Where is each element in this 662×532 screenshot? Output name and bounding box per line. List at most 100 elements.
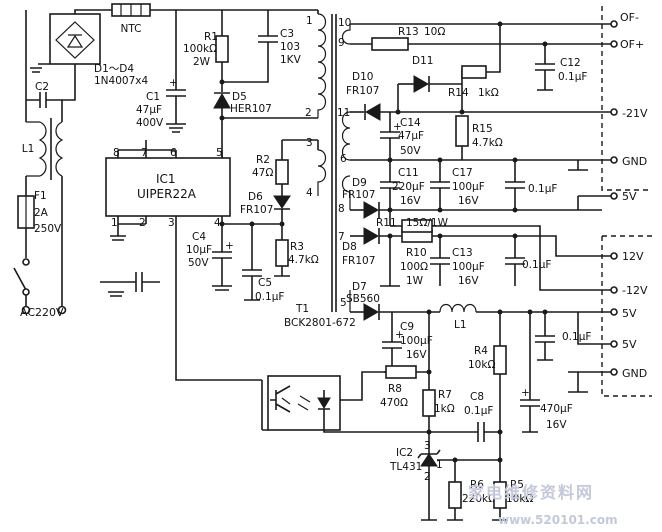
output-label-gnd-2: GND [622, 367, 647, 380]
r6-value: 220kΩ [462, 493, 496, 505]
c5-label: C5 [258, 277, 272, 289]
svg-text:+: + [169, 77, 178, 89]
f1-voltage: 250V [34, 223, 62, 235]
secondary-section: 10 9 R13 10Ω C12 0.1μF D11 R14 1kΩ 11 6 … [261, 17, 602, 521]
c9-label: C9 [400, 321, 414, 333]
t1-aux-winding [317, 149, 327, 196]
d8-part: FR107 [342, 255, 375, 267]
c3-value: 103 [280, 41, 300, 53]
terminal [610, 368, 618, 376]
d7-part: SB560 [346, 293, 380, 305]
c17-label: C17 [452, 167, 473, 179]
watermark-url: www.520101.com [498, 513, 618, 527]
bridge-wire [74, 9, 112, 14]
r13-resistor [371, 37, 409, 51]
t1-winding-21v [341, 111, 351, 161]
r2-label: R2 [256, 154, 270, 166]
ac-rail [25, 10, 76, 122]
r15-value: 4.7kΩ [472, 137, 503, 149]
c4-label: C4 [192, 231, 206, 243]
c9-value: 100μF [400, 335, 433, 347]
ntc-label: NTC [121, 23, 142, 35]
svg-text:10: 10 [338, 17, 351, 29]
svg-text:+: + [395, 329, 404, 341]
c13-capacitor [430, 236, 450, 286]
svg-text:5: 5 [340, 297, 347, 309]
c1-value: 47μF [136, 104, 162, 116]
tl431-regulator [420, 453, 438, 467]
l1-output-inductor [439, 303, 477, 313]
r11-label: R11 [376, 217, 397, 229]
ac-terminal [57, 305, 67, 315]
d6-label: D6 [248, 191, 263, 203]
c11-label: C11 [398, 167, 419, 179]
d9-diode [363, 201, 380, 219]
t1-pin-2: 2 [305, 107, 312, 119]
output-connector: OF- OF+ -21V GND 5V 12V -12V 5V 5V GND [577, 6, 652, 397]
terminal [610, 108, 618, 116]
c14-value: 47μF [398, 130, 424, 142]
phototransistor-icon [270, 385, 291, 413]
r10-value: 100Ω [400, 261, 428, 273]
t1-winding-5v [341, 175, 351, 210]
r15-resistor [455, 115, 469, 147]
r5-value: 10kΩ [506, 493, 533, 505]
c1-voltage: 400V [136, 117, 164, 129]
terminal [610, 40, 618, 48]
r10-power: 1W [406, 275, 424, 287]
output-label-5v-main: 5V [622, 307, 637, 320]
bridge-diamond [55, 21, 95, 59]
ic2-label: IC2 [396, 447, 413, 459]
l1-output-label: L1 [454, 319, 467, 331]
output-label-fan-neg: OF- [620, 11, 639, 24]
c11-value: 220μF [392, 181, 425, 193]
c12-value: 0.1μF [558, 71, 587, 83]
cap-5v-output [535, 312, 555, 361]
r8-value: 470Ω [380, 397, 408, 409]
r5-label: R5 [510, 479, 524, 491]
r2-resistor [275, 159, 289, 185]
r3-resistor [275, 239, 289, 267]
r13-value: 10Ω [424, 26, 445, 38]
output-label-gnd: GND [622, 155, 647, 168]
c3-capacitor [222, 10, 278, 83]
ic1-chip [105, 157, 231, 217]
c8-label: C8 [470, 391, 484, 403]
r8-resistor [385, 365, 417, 379]
bridge-label: D1～D4 [94, 63, 134, 75]
svg-text:5: 5 [216, 147, 223, 159]
t1-label: T1 [295, 303, 309, 315]
d7-label: D7 [352, 281, 367, 293]
ic1-name: IC1 [156, 172, 176, 186]
ic1-part: UIPER22A [137, 187, 197, 201]
cap-470-value: 470μF [540, 403, 573, 415]
input-section: NTC D1～D4 1N4007x4 C2 L1 F1 2A 250V AC22… [13, 3, 318, 319]
r6-resistor [448, 481, 462, 509]
connector-frame [601, 236, 652, 397]
ac-terminal [21, 305, 31, 315]
t1-fan-winding [341, 24, 351, 45]
r13-label: R13 [398, 26, 419, 38]
svg-text:3: 3 [424, 440, 431, 452]
cap-5v-value: 0.1μF [528, 183, 557, 195]
output-label-fan-pos: OF+ [620, 38, 644, 51]
output-label-neg12v: -12V [622, 284, 648, 297]
cap-5v-filter [505, 160, 525, 210]
ground-icon [110, 216, 126, 241]
terminal [610, 252, 618, 260]
connector-frame [601, 6, 652, 191]
r8-label: R8 [388, 383, 402, 395]
r14-label: R14 [448, 87, 469, 99]
f1-rating: 2A [34, 207, 49, 219]
c3-label: C3 [280, 28, 294, 40]
r4-label: R4 [474, 345, 488, 357]
svg-text:1: 1 [436, 459, 443, 471]
output-label-12v: 12V [622, 250, 644, 263]
switch-contact [22, 258, 30, 266]
r3-value: 4.7kΩ [288, 254, 319, 266]
bridge-ground-icon [30, 63, 50, 73]
r14-value: 1kΩ [478, 87, 499, 99]
ground-icon [166, 123, 186, 133]
c12-capacitor [535, 44, 555, 91]
svg-text:3: 3 [168, 217, 175, 229]
